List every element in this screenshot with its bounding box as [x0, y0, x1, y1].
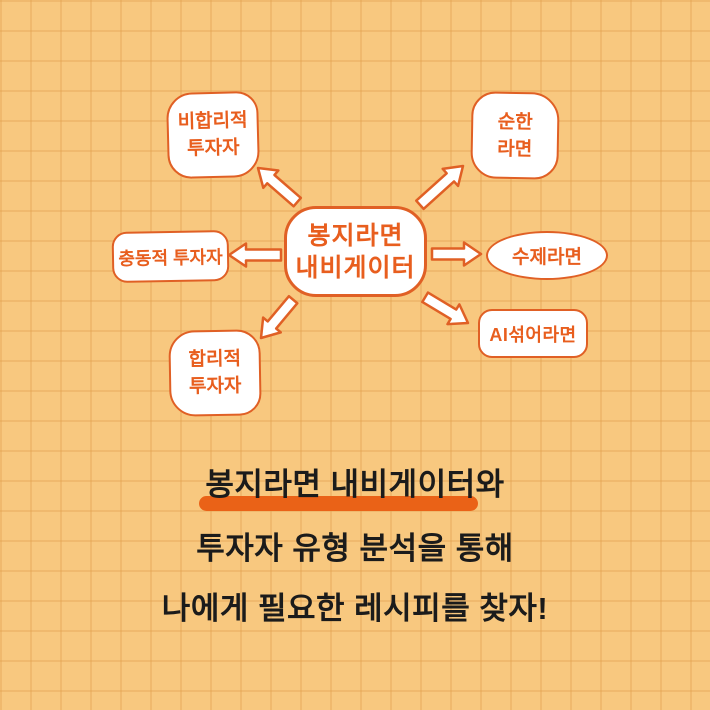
- node-rational-investor: 합리적 투자자: [168, 329, 262, 417]
- node-mild-ramen: 순한 라면: [470, 91, 560, 180]
- node-label: 투자자: [188, 375, 242, 398]
- node-label: AI섞어라면: [489, 324, 577, 345]
- caption-line-1-highlight-text: 봉지라면 내비게이터: [205, 467, 476, 502]
- node-ai-mixed-ramen: AI섞어라면: [478, 309, 588, 358]
- node-irrational-investor: 비합리적 투자자: [165, 90, 261, 180]
- node-label: 라면: [497, 138, 533, 160]
- caption-line-3: 나에게 필요한 레시피를 찾자!: [161, 591, 549, 626]
- node-impulsive-investor: 충동적 투자자: [111, 229, 230, 284]
- caption-line-1: 봉지라면 내비게이터 와: [0, 467, 710, 511]
- node-label: 합리적: [188, 348, 242, 371]
- arrow-bottom-left-icon: [259, 294, 299, 340]
- caption-line-1-rest: 와: [475, 467, 505, 502]
- arrow-bottom-right-icon: [421, 291, 470, 326]
- node-handmade-ramen: 수제라면: [486, 231, 608, 280]
- highlight-underline-bar: [199, 496, 478, 511]
- caption-line-2: 투자자 유형 분석을 통해: [196, 531, 514, 566]
- caption-highlighted-phrase: 봉지라면 내비게이터: [199, 467, 478, 511]
- node-label: 투자자: [186, 137, 240, 160]
- node-label: 충동적 투자자: [118, 246, 223, 269]
- arrow-right-icon: [430, 241, 483, 267]
- center-node-label-line1: 봉지라면: [307, 221, 404, 250]
- center-node-ramen-navigator: 봉지라면 내비게이터: [284, 206, 427, 297]
- arrow-top-right-icon: [414, 164, 465, 211]
- center-node-label-line2: 내비게이터: [295, 253, 416, 282]
- node-label: 수제라면: [512, 247, 582, 268]
- node-label: 순한: [497, 111, 533, 133]
- arrow-left-icon: [227, 242, 283, 268]
- arrow-top-left-icon: [256, 166, 303, 208]
- node-label: 비합리적: [177, 110, 248, 133]
